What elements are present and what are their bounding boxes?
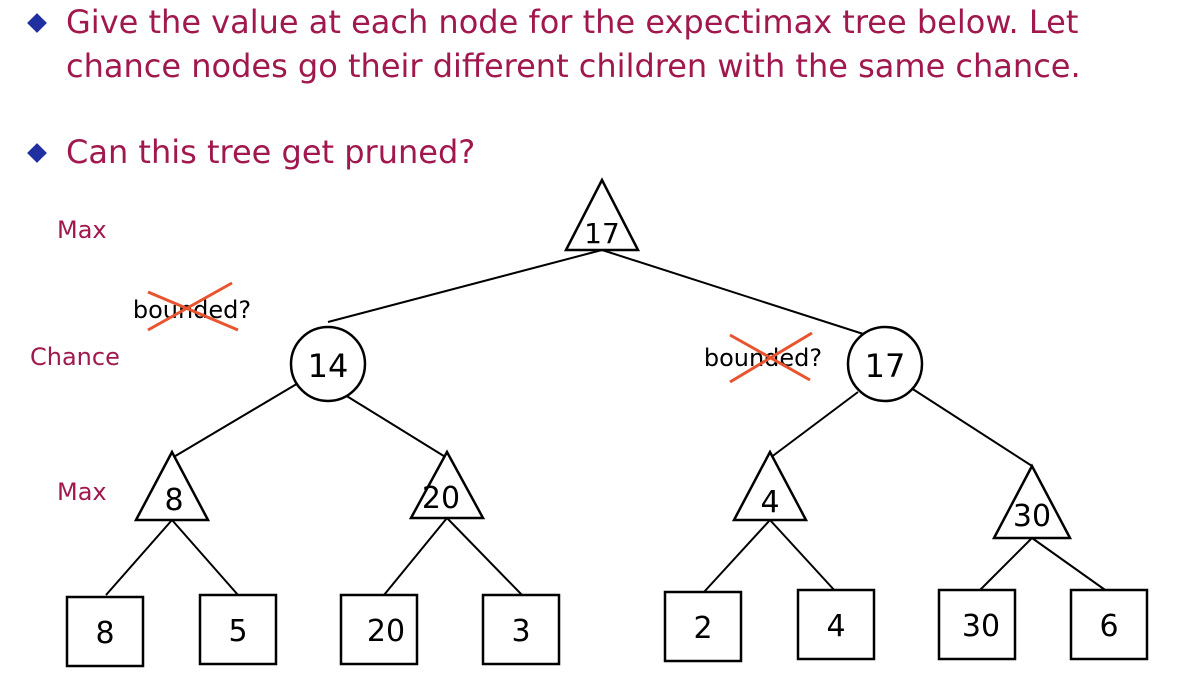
leaf-node-5: 2: [663, 590, 743, 663]
edge-max-2-leaf-3: [383, 517, 448, 596]
terminal-box-icon: [937, 588, 1017, 661]
root-max-node: 17: [563, 177, 641, 252]
cross-out-icon: [729, 331, 813, 384]
leaf-2-value: 5: [228, 614, 247, 649]
terminal-box-icon: [796, 588, 876, 661]
leaf-8-value: 6: [1099, 609, 1118, 644]
leaf-1-value: 8: [95, 616, 114, 651]
edge-max-1-leaf-1: [105, 519, 173, 596]
bounded-label-right: bounded?: [704, 344, 822, 372]
terminal-box-icon: [65, 595, 145, 668]
terminal-box-icon: [663, 590, 743, 663]
max-node-2-value: 20: [422, 481, 460, 516]
leaf-5-value: 2: [693, 611, 712, 646]
leaf-node-7: 30: [937, 588, 1017, 661]
tree-edges: [105, 249, 1109, 596]
max-node-1-value: 8: [164, 483, 183, 518]
bullet-question-1: Give the value at each node for the expe…: [27, 0, 1081, 88]
leaf-4-value: 3: [511, 614, 530, 649]
terminal-box-icon: [481, 593, 561, 666]
question-1-line-2: chance nodes go their different children…: [66, 47, 1081, 85]
leaf-node-3: 20: [339, 593, 419, 666]
leaf-3-value: 20: [367, 614, 405, 649]
max-node-3-value: 4: [760, 485, 779, 520]
max-triangle-icon: [408, 449, 486, 520]
leaf-node-6: 4: [796, 588, 876, 661]
question-1-line-1: Give the value at each node for the expe…: [66, 3, 1079, 41]
chance-circle-icon: [846, 325, 924, 403]
edge-chance-left-max-1: [171, 381, 301, 459]
max-triangle-icon: [991, 463, 1073, 540]
level-label-chance: Chance: [30, 343, 120, 371]
edge-root-chance-right: [601, 249, 883, 341]
edge-max-3-leaf-6: [769, 519, 837, 593]
root-value: 17: [584, 217, 620, 250]
leaf-node-4: 3: [481, 593, 561, 666]
terminal-box-icon: [198, 593, 278, 666]
edge-max-3-leaf-5: [703, 519, 771, 593]
leaf-node-1: 8: [65, 595, 145, 668]
edge-max-4-leaf-8: [1031, 537, 1109, 593]
max-triangle-icon: [563, 177, 641, 252]
chance-node-right: 17: [846, 325, 924, 403]
edge-chance-right-max-3: [769, 391, 859, 459]
max-triangle-icon: [133, 449, 211, 522]
chance-right-value: 17: [865, 347, 906, 385]
annotation-left: bounded?: [133, 281, 251, 332]
chance-circle-icon: [289, 325, 367, 403]
edge-chance-right-max-4: [907, 385, 1033, 467]
question-2-line-1: Can this tree get pruned?: [66, 133, 476, 171]
max-node-1: 8: [133, 449, 211, 522]
cross-out-icon: [147, 290, 239, 332]
leaf-node-2: 5: [198, 593, 278, 666]
max-node-4: 30: [991, 463, 1073, 540]
max-node-3: 4: [731, 449, 809, 522]
level-label-max-mid: Max: [57, 478, 107, 506]
edge-max-2-leaf-4: [446, 517, 523, 596]
max-triangle-icon: [731, 449, 809, 522]
max-node-4-value: 30: [1013, 499, 1051, 534]
level-label-max-top: Max: [57, 216, 107, 244]
chance-node-left: 14: [289, 325, 367, 403]
terminal-box-icon: [339, 593, 419, 666]
chance-left-value: 14: [308, 347, 349, 385]
leaf-node-8: 6: [1069, 588, 1149, 661]
edge-chance-left-max-2: [344, 394, 448, 459]
cross-out-icon: [147, 281, 233, 332]
edge-max-1-leaf-2: [171, 519, 239, 596]
max-node-2: 20: [408, 449, 486, 520]
annotation-right: bounded?: [704, 331, 822, 384]
leaf-6-value: 4: [826, 609, 845, 644]
bullet-question-2: Can this tree get pruned?: [27, 130, 476, 174]
terminal-box-icon: [1069, 588, 1149, 661]
edge-max-4-leaf-7: [977, 537, 1033, 593]
edge-root-chance-left: [327, 249, 603, 323]
leaf-7-value: 30: [962, 609, 1000, 644]
